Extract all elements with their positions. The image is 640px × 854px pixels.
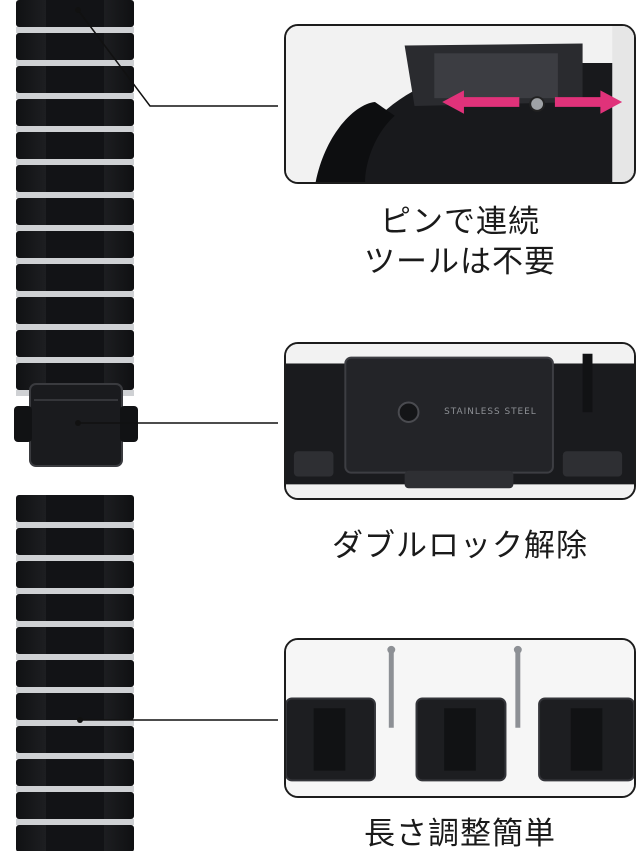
strap-gap-highlight (16, 588, 134, 594)
strap-gap-highlight (16, 192, 134, 198)
strap-gap-highlight (16, 357, 134, 363)
strap-center-link (46, 132, 104, 159)
link-removal-photo (284, 638, 636, 798)
strap-center-link (46, 33, 104, 60)
strap-gap-highlight (16, 555, 134, 561)
strap-center-link (46, 330, 104, 357)
strap-center-link (46, 660, 104, 687)
clasp-caption-line-1: ダブルロック解除 (332, 528, 588, 564)
strap-gap-highlight (16, 522, 134, 528)
strap-center-link (46, 0, 104, 27)
pin-caption: ピンで連続 ツールは不要 (284, 202, 636, 282)
strap-center-link (46, 693, 104, 720)
strap-gap-highlight (16, 291, 134, 297)
strap-gap-highlight (16, 720, 134, 726)
strap-center-link (46, 561, 104, 588)
pin-caption-line-1: ピンで連続 (380, 204, 540, 240)
strap-center-link (46, 594, 104, 621)
length-caption: 長さ調整簡単 (284, 814, 636, 854)
clasp-photo: STAINLESS STEEL (284, 342, 636, 500)
strap-center-link (46, 495, 104, 522)
strap-center-link (46, 264, 104, 291)
strap-gap-highlight (16, 93, 134, 99)
strap-gap-highlight (16, 654, 134, 660)
strap-center-link (46, 528, 104, 555)
clasp-caption: ダブルロック解除 (284, 526, 636, 566)
strap-center-link (46, 759, 104, 786)
strap-center-link (46, 825, 104, 851)
strap-center-link (46, 231, 104, 258)
strap-gap-highlight (16, 687, 134, 693)
strap-gap-highlight (16, 126, 134, 132)
strap-center-link (46, 165, 104, 192)
strap-center-link (46, 297, 104, 324)
strap-gap-highlight (16, 27, 134, 33)
strap-gap-highlight (16, 60, 134, 66)
release-arrows (442, 90, 623, 114)
watch-strap-image (14, 0, 138, 851)
strap-gap-highlight (16, 324, 134, 330)
strap-gap-highlight (16, 819, 134, 825)
strap-center-link (46, 99, 104, 126)
removed-pins (387, 645, 522, 728)
strap-links (16, 0, 134, 851)
clasp-engraving: STAINLESS STEEL (444, 407, 537, 417)
strap-center-link (46, 198, 104, 225)
strap-gap-highlight (16, 258, 134, 264)
strap-gap-highlight (16, 225, 134, 231)
strap-gap-highlight (16, 753, 134, 759)
strap-gap-highlight (16, 786, 134, 792)
strap-center-link (46, 627, 104, 654)
length-caption-line-1: 長さ調整簡単 (364, 816, 556, 852)
strap-gap-highlight (16, 621, 134, 627)
pin-caption-line-2: ツールは不要 (364, 244, 556, 280)
clasp (14, 383, 138, 467)
strap-center-link (46, 66, 104, 93)
strap-center-link (46, 792, 104, 819)
strap-gap-highlight (16, 159, 134, 165)
strap-center-link (46, 726, 104, 753)
quick-release-photo (284, 24, 636, 184)
